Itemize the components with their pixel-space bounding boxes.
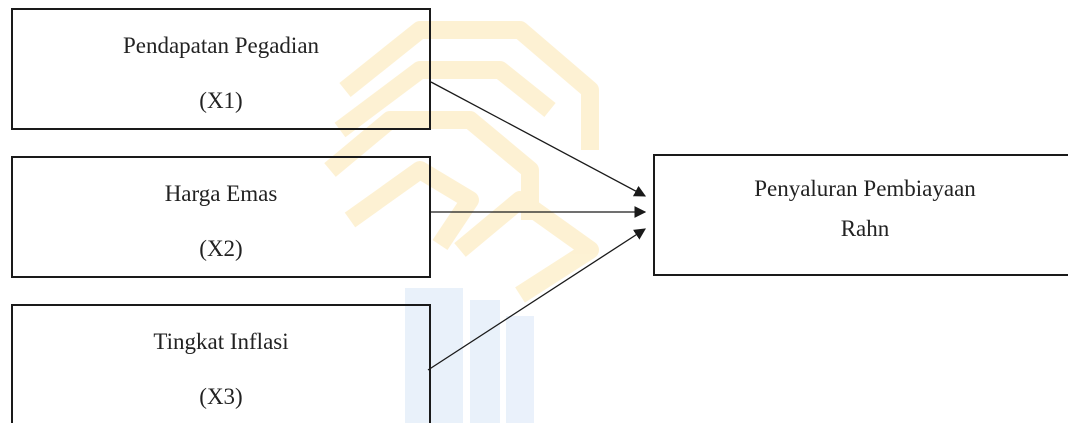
variable-code-x2: (X2) <box>199 236 243 261</box>
variable-label-x1: Pendapatan Pegadian <box>122 33 320 58</box>
variable-box-x3: Tingkat Inflasi (X3) <box>11 304 431 423</box>
dependent-variable-box: Penyaluran Pembiayaan Rahn <box>653 154 1068 276</box>
dependent-variable-label: Penyaluran Pembiayaan <box>754 176 976 201</box>
variable-label-x3: Tingkat Inflasi <box>153 329 289 354</box>
variable-code-x1: (X1) <box>199 88 243 113</box>
dependent-variable-label-cont: Rahn <box>840 216 890 241</box>
variable-code-x3: (X3) <box>199 384 243 409</box>
variable-box-x1: Pendapatan Pegadian (X1) <box>11 8 431 130</box>
variable-label-x2: Harga Emas <box>164 181 278 206</box>
variable-box-x2: Harga Emas (X2) <box>11 156 431 278</box>
